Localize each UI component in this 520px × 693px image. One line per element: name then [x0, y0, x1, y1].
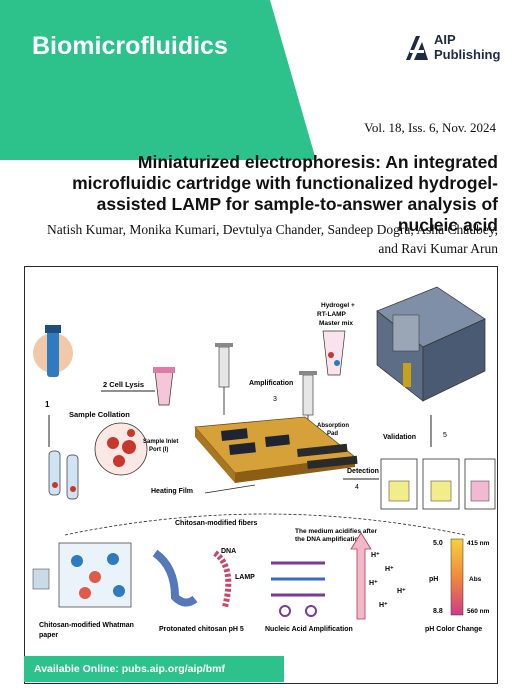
medium-label-1: The medium acidifies after	[295, 528, 377, 535]
publisher-logo[interactable]: AIP Publishing	[404, 32, 514, 66]
ph-label: pH	[429, 576, 438, 583]
validation-label: Validation	[383, 434, 416, 441]
medium-label-2: the DNA amplification	[295, 536, 362, 543]
article-title[interactable]: Miniaturized electrophoresis: An integra…	[72, 152, 498, 235]
swab-tubes-icon	[48, 450, 79, 500]
ph-bottom-value: 8.8	[433, 608, 443, 615]
lamp-label: LAMP	[235, 574, 255, 581]
ph-color-change-label: pH Color Change	[425, 626, 482, 633]
step4-label: 4	[355, 484, 359, 491]
graphical-abstract-svg: 1 Sample Collation 2 Cell Lysis Hydrogel…	[32, 286, 496, 639]
ph-color-scale	[450, 538, 464, 616]
nucleic-acid-amplification-icon	[271, 561, 325, 617]
chitosan-fibers-label: Chitosan-modified fibers	[175, 520, 258, 527]
sample-inlet-label-2: Port (I)	[149, 447, 168, 453]
hydrogel-tube-icon	[322, 330, 346, 376]
step3-label: 3	[273, 396, 277, 403]
h-plus-3: H⁺	[369, 580, 378, 587]
h-plus-5: H⁺	[379, 602, 388, 609]
amplification-label: Amplification	[249, 380, 293, 387]
ph-top-value: 5.0	[433, 540, 443, 547]
whatman-label-2: paper	[39, 632, 58, 639]
virus-icon	[94, 422, 148, 476]
issue-info: Vol. 18, Iss. 6, Nov. 2024	[364, 120, 496, 135]
available-online-banner[interactable]: Available Online: pubs.aip.org/aip/bmf	[24, 656, 284, 682]
protonated-label: Protonated chitosan pH 5	[159, 626, 244, 633]
microfluidic-cartridge	[194, 416, 358, 483]
absorption-label-1: Absorption	[317, 423, 349, 429]
nucleic-label: Nucleic Acid Amplification	[265, 626, 353, 633]
syringe-icon	[215, 343, 233, 415]
publisher-line1: AIP	[434, 32, 456, 47]
whatman-paper-icon	[32, 542, 132, 608]
graphical-abstract: 1 Sample Collation 2 Cell Lysis Hydrogel…	[24, 266, 498, 684]
whatman-label-1: Chitosan-modified Whatman	[39, 622, 134, 629]
step1-label: 1	[45, 400, 50, 409]
heating-film-label: Heating Film	[151, 488, 193, 495]
absorption-label-2: Pad	[327, 431, 338, 437]
publisher-name: AIP Publishing	[434, 32, 500, 62]
h-plus-4: H⁺	[397, 588, 406, 595]
detection-device-3d	[376, 286, 486, 402]
sample-collation-label: Sample Collation	[69, 410, 130, 419]
result-wells	[380, 458, 496, 510]
header-banner	[0, 0, 316, 160]
article-authors: Natish Kumar, Monika Kumari, Devtulya Ch…	[47, 222, 498, 256]
journal-name: Biomicrofluidics	[32, 32, 228, 60]
h-plus-2: H⁺	[385, 566, 394, 573]
dna-label: DNA	[221, 548, 236, 555]
h-plus-1: H⁺	[371, 552, 380, 559]
ph-arrow-icon	[350, 532, 372, 620]
protonated-chitosan-icon	[152, 549, 232, 608]
cell-lysis-label: 2 Cell Lysis	[103, 380, 144, 389]
hydrogel-label-3: Master mix	[319, 320, 353, 327]
sample-collection-icon	[33, 325, 73, 377]
lysis-tube-icon	[153, 367, 175, 406]
abs-bottom-value: 560 nm	[467, 608, 490, 615]
hydrogel-label-2: RT-LAMP	[317, 311, 347, 318]
publisher-line2: Publishing	[434, 47, 501, 62]
detection-label: Detection	[347, 468, 379, 475]
hydrogel-label-1: Hydrogel +	[321, 302, 355, 309]
abs-label: Abs	[469, 576, 482, 583]
abs-top-value: 415 nm	[467, 540, 490, 547]
aip-logo-icon	[406, 36, 428, 60]
sample-inlet-label-1: Sample Inlet	[143, 439, 178, 445]
step5-label: 5	[443, 432, 447, 439]
